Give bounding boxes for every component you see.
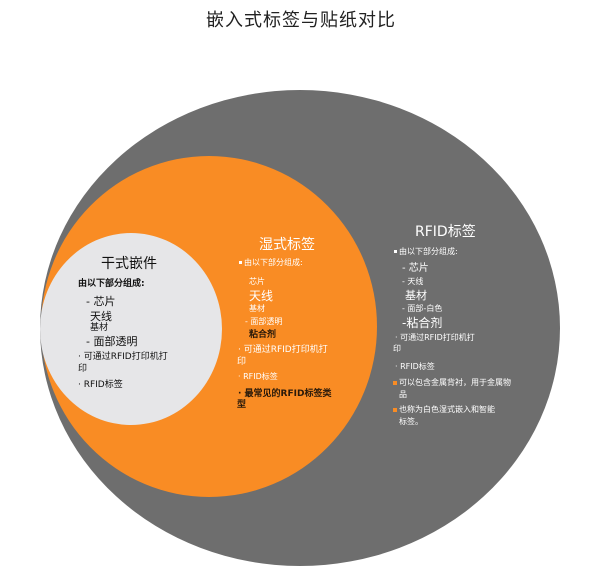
rfid-label-bullet: 可以包含金属背衬，用于金属物 <box>393 379 511 387</box>
orange-bullet-icon <box>393 380 397 385</box>
rfid-label-bullet-cont: 标签。 <box>399 417 423 426</box>
wet-label-intro-text: 由以下部分组成: <box>244 258 303 267</box>
dry-inlay-title: 干式嵌件 <box>101 256 157 272</box>
bullet-icon <box>394 250 397 253</box>
rfid-label-bullet: 也称为白色湿式嵌入和智能 <box>393 406 495 414</box>
wet-label-bullet: · 可通过RFID打印机打 <box>238 345 328 355</box>
dry-inlay-item: 基材 <box>90 323 109 333</box>
dry-inlay-bullet: · 可通过RFID打印机打 <box>78 352 168 362</box>
wet-label-title: 湿式标签 <box>259 237 315 253</box>
dry-inlay-item: - 面部透明 <box>86 335 138 348</box>
bullet-icon <box>239 261 242 264</box>
rfid-label-bullet-cont: 印 <box>393 344 401 353</box>
dry-inlay-item: 天线 <box>90 310 112 323</box>
wet-label-bullet: · RFID标签 <box>238 372 278 381</box>
rfid-label-item: - 芯片 <box>402 263 429 274</box>
dry-inlay-bullet-cont: 印 <box>78 364 88 374</box>
rfid-label-item: 基材 <box>405 289 427 302</box>
rfid-label-bullet-text: 也称为白色湿式嵌入和智能 <box>399 405 495 414</box>
wet-label-item: - 面部透明 <box>245 317 283 326</box>
dry-inlay-circle <box>40 233 222 425</box>
wet-label-bullet-cont: 印 <box>237 357 247 367</box>
wet-label-item: 芯片 <box>249 277 265 286</box>
rfid-label-bullet-cont: 品 <box>399 390 407 399</box>
orange-bullet-icon <box>393 407 397 412</box>
rfid-label-item: -粘合剂 <box>402 316 443 330</box>
dry-inlay-bullet: · RFID标签 <box>78 380 123 390</box>
rfid-label-intro: 由以下部分组成: <box>394 248 458 256</box>
dry-inlay-intro: 由以下部分组成: <box>78 279 145 289</box>
rfid-label-bullet: · 可通过RFID打印机打 <box>395 333 475 342</box>
wet-label-item: 粘合剂 <box>249 330 277 340</box>
diagram-title: 嵌入式标签与贴纸对比 <box>206 10 396 31</box>
dry-inlay-item: - 芯片 <box>86 295 116 308</box>
rfid-label-item: - 面部-白色 <box>402 304 443 313</box>
rfid-label-title: RFID标签 <box>415 224 476 240</box>
wet-label-bullet-cont: 型 <box>237 400 247 410</box>
wet-label-item: 天线 <box>249 289 274 303</box>
wet-label-item: 基材 <box>249 304 265 313</box>
wet-label-intro: 由以下部分组成: <box>239 259 303 267</box>
rfid-label-bullet-text: 可以包含金属背衬，用于金属物 <box>399 378 511 387</box>
wet-label-bullet: · 最常见的RFID标签类 <box>238 389 332 399</box>
rfid-label-bullet: · RFID标签 <box>395 362 435 371</box>
rfid-label-item: - 天线 <box>402 277 424 286</box>
rfid-label-intro-text: 由以下部分组成: <box>399 247 458 256</box>
